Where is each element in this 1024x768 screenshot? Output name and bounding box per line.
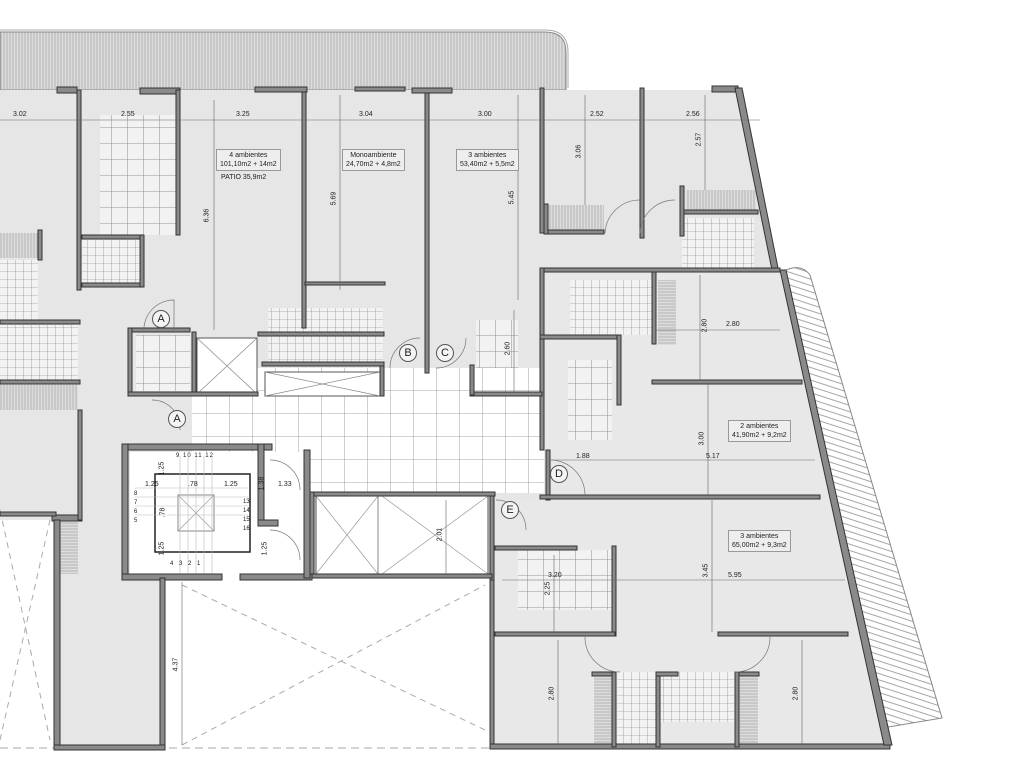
entrance-tag-c: C xyxy=(436,344,454,362)
stair-steps-right: 13 14 15 16 xyxy=(243,499,250,532)
dim-4-37: 4.37 xyxy=(172,657,180,672)
dim-5-95: 5.95 xyxy=(728,572,742,579)
closets xyxy=(0,190,758,744)
dim-3-20: 3.20 xyxy=(548,572,562,579)
dim-3-06: 3.06 xyxy=(575,144,583,159)
dim-2-60: 2.60 xyxy=(504,341,512,356)
entrance-tag-e: E xyxy=(501,501,519,519)
dim-1-25-stair-bottom: 1.25 xyxy=(158,541,166,556)
dim-2-80-room: 2.80 xyxy=(701,318,709,333)
walls xyxy=(0,85,893,751)
dimension-lines xyxy=(0,95,845,745)
dim-5-17: 5.17 xyxy=(706,453,720,460)
dim-1-88: 1.88 xyxy=(576,453,590,460)
dim-3-45: 3.45 xyxy=(702,563,710,578)
dim-78-stair: .78 xyxy=(159,507,167,518)
dim-1-25-stair-left: 1.25 xyxy=(145,481,159,488)
unit-label-3-ambientes-bottom: 3 ambientes 65,00m2 + 9,3m2 xyxy=(728,530,791,552)
entrance-tag-d: D xyxy=(550,465,568,483)
entrance-tag-a-upper: A xyxy=(152,310,170,328)
entrance-tag-a-lower: A xyxy=(168,410,186,428)
right-balcony xyxy=(777,267,943,729)
dim-2-80-horizontal: 2.80 xyxy=(726,321,740,328)
door-swings xyxy=(143,199,771,673)
dim-5-45: 5.45 xyxy=(508,190,516,205)
dim-top-3-25: 3.25 xyxy=(236,111,250,118)
dim-2-57: 2.57 xyxy=(695,132,703,147)
dim-2-25: 2.25 xyxy=(544,581,552,596)
dim-1-38: 1.38 xyxy=(258,476,266,491)
top-balcony xyxy=(0,29,569,91)
stairwell xyxy=(130,452,305,576)
unit-patio-area: PATIO 35,9m2 xyxy=(221,174,267,181)
unit-label-monoambiente: Monoambiente 24,70m2 + 4,8m2 xyxy=(342,149,405,171)
elevator-shafts xyxy=(196,337,489,575)
dim-78-stair-horizontal: .78 xyxy=(188,481,198,488)
dim-2-80-bottom-right: 2.80 xyxy=(792,686,800,701)
dim-5-69: 5.69 xyxy=(330,191,338,206)
dim-1-33: 1.33 xyxy=(278,481,292,488)
unit-label-2-ambientes: 2 ambientes 41,90m2 + 9,2m2 xyxy=(728,420,791,442)
unit-label-3-ambientes-top: 3 ambientes 53,40m2 + 5,5m2 xyxy=(456,149,519,171)
dim-1-25-stair-top: 1.25 xyxy=(158,461,166,476)
dim-6-36: 6.36 xyxy=(203,208,211,223)
stair-steps-bottom: 4 3 2 1 xyxy=(170,561,203,567)
stair-steps-top: 9 10 11 12 xyxy=(176,453,214,459)
unit-label-4-ambientes: 4 ambientes 101,10m2 + 14m2 xyxy=(216,149,281,171)
dim-1-25-vestibule: 1.25 xyxy=(261,541,269,556)
dim-top-2-52: 2.52 xyxy=(590,111,604,118)
dim-top-3-02: 3.02 xyxy=(13,111,27,118)
dim-top-2-56: 2.56 xyxy=(686,111,700,118)
dim-top-2-55: 2.55 xyxy=(121,111,135,118)
dim-3-00-living: 3.00 xyxy=(698,431,706,446)
dim-top-3-04: 3.04 xyxy=(359,111,373,118)
dim-2-01: 2.01 xyxy=(436,527,444,542)
dim-1-25-stair-right: 1.25 xyxy=(224,481,238,488)
dim-top-3-00: 3.00 xyxy=(478,111,492,118)
dim-2-80-bottom-left: 2.80 xyxy=(548,686,556,701)
entrance-tag-b: B xyxy=(399,344,417,362)
stair-steps-left: 8 7 6 5 xyxy=(134,491,138,524)
